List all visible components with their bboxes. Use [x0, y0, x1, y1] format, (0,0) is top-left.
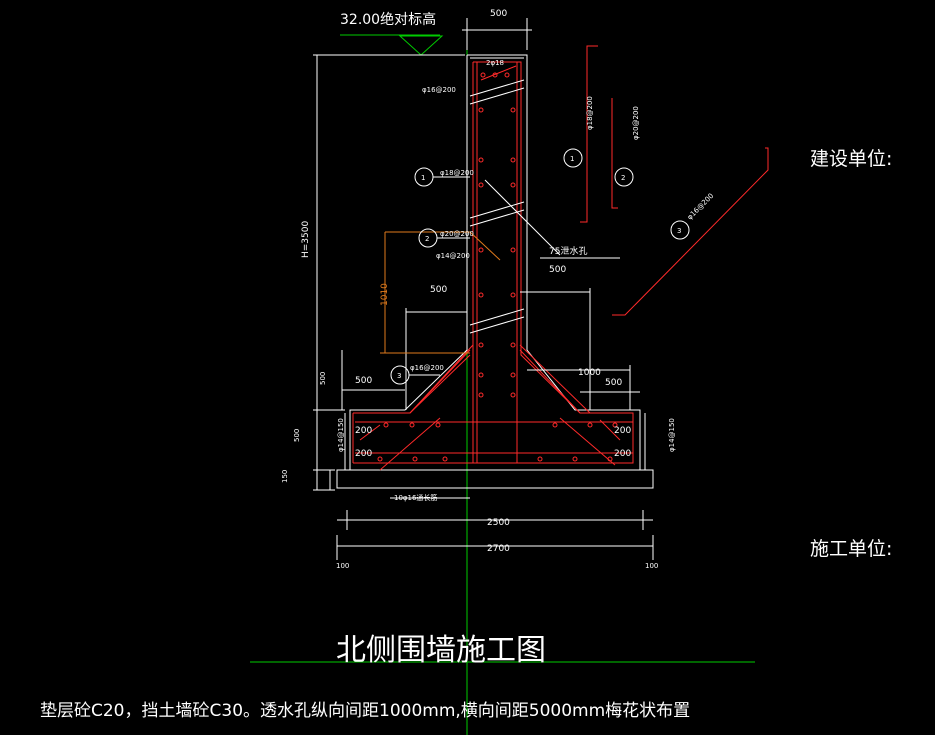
dim-edge-right: 100 [645, 562, 658, 570]
top-bar-label: φ16@200 [422, 86, 456, 94]
detail2-label: φ20@200 [632, 106, 640, 140]
rebar-cage [352, 61, 634, 471]
mark-1-right: 1 [570, 155, 574, 163]
callout-marks [390, 148, 690, 385]
dim-base-width: 2500 [487, 518, 510, 528]
cover-top-right: 200 [614, 426, 631, 436]
mark-2-left: 2 [425, 235, 429, 243]
elevation-label: 32.00绝对标高 [340, 11, 436, 28]
dim-1010: 1010 [380, 283, 390, 306]
rebar-dist-label: φ14@200 [436, 252, 470, 260]
dimension-lines [313, 18, 654, 560]
top-small-label: 2φ18 [486, 59, 504, 67]
dim-wall-width: 500 [490, 9, 507, 19]
base-left-label: φ14@150 [337, 418, 345, 452]
mark-1-left: 1 [421, 174, 425, 182]
dim-base-height: 500 [293, 429, 301, 442]
mark-3-right: 3 [677, 227, 681, 235]
drawing-title: 北侧围墙施工图 [336, 633, 546, 668]
detail3-label: φ16@200 [686, 192, 716, 222]
wall-outline [336, 54, 654, 489]
drain-holes [469, 79, 525, 334]
dim-cushion-width: 2700 [487, 544, 510, 554]
elevation-marker-icon [398, 35, 444, 56]
mark-3-left: 3 [397, 372, 401, 380]
hole-label: 75泄水孔 [549, 245, 587, 257]
dim-cushion-height: 150 [281, 470, 289, 483]
dim-haunch-height: 500 [319, 372, 327, 385]
rebar-r1-label: φ18@200 [440, 169, 474, 177]
rebar-details [580, 45, 769, 316]
dim-edge-left: 100 [336, 562, 349, 570]
rebar-r2-label: φ20@200 [440, 230, 474, 238]
dim-haunch-500: 500 [430, 285, 447, 295]
rebar-r3-label: φ16@200 [410, 364, 444, 372]
mark-2-right: 2 [621, 174, 625, 182]
detail1-label: φ18@200 [586, 96, 594, 130]
contractor-label: 施工单位: [810, 538, 892, 560]
cover-bottom-right: 200 [614, 449, 631, 459]
dim-left-step: 500 [355, 376, 372, 386]
base-right-label: φ14@150 [668, 418, 676, 452]
dim-right-step: 500 [605, 378, 622, 388]
rebar-dots [377, 72, 618, 462]
dim-right-haunch: 1000 [578, 368, 601, 378]
bottom-bar-label: 10φ16通长筋 [394, 493, 437, 502]
owner-label: 建设单位: [810, 148, 892, 170]
dim-hole-500: 500 [549, 265, 566, 275]
dim-wall-height: H=3500 [301, 221, 311, 258]
cover-top-left: 200 [355, 426, 372, 436]
orange-dimension [380, 231, 501, 354]
cover-bottom-left: 200 [355, 449, 372, 459]
construction-note: 垫层砼C20，挡土墙砼C30。透水孔纵向间距1000mm,横向间距5000mm梅… [40, 701, 690, 721]
